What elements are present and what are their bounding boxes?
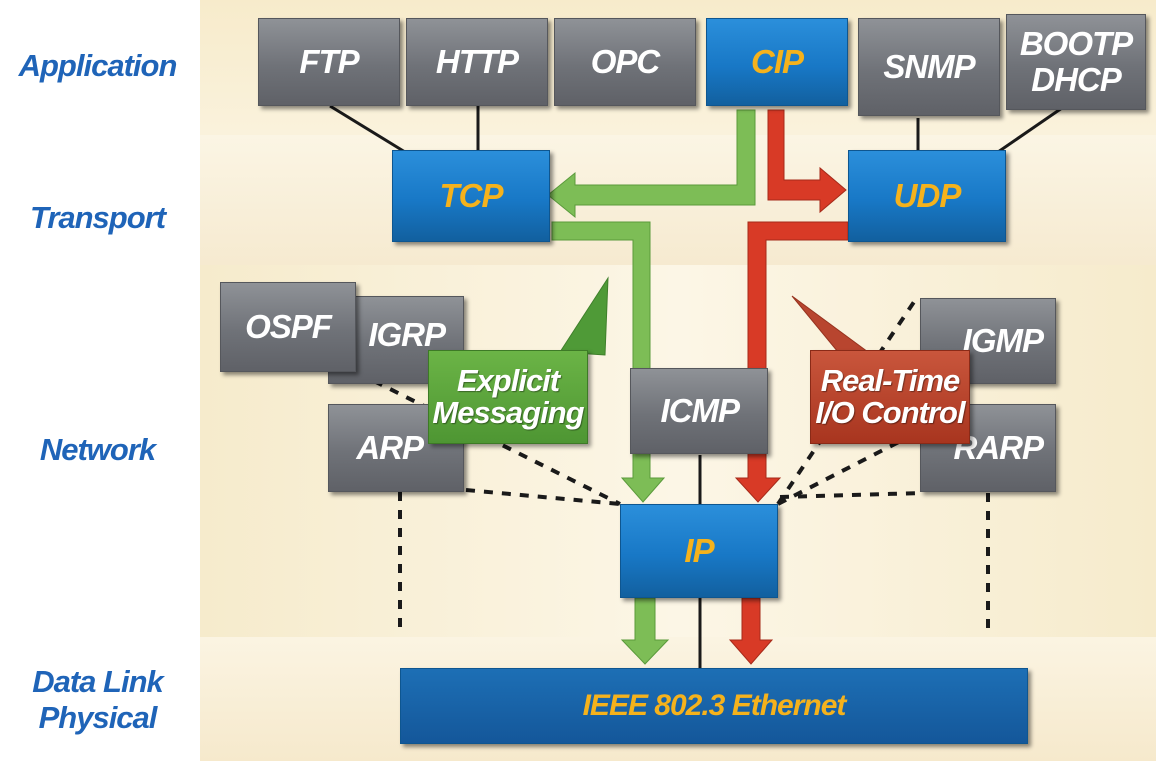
transport-layer-label: Transport bbox=[29, 200, 166, 235]
tcp-box: TCP bbox=[392, 150, 550, 242]
http-box: HTTP bbox=[406, 18, 548, 106]
ftp-box: FTP bbox=[258, 18, 400, 106]
opc-box: OPC bbox=[554, 18, 696, 106]
datalink-physical-layer-label: Data Link Physical bbox=[32, 664, 164, 735]
bootp-dhcp-box: BOOTP DHCP bbox=[1006, 14, 1146, 110]
ip-box: IP bbox=[620, 504, 778, 598]
igmp-box: IGMP bbox=[920, 298, 1056, 384]
udp-box: UDP bbox=[848, 150, 1006, 242]
snmp-box: SNMP bbox=[858, 18, 1000, 116]
application-layer-label: Application bbox=[18, 48, 178, 83]
network-layer-label: Network bbox=[39, 432, 156, 467]
explicit-messaging-callout: Explicit Messaging bbox=[428, 350, 588, 444]
ethernet-bar: IEEE 802.3 Ethernet bbox=[400, 668, 1028, 744]
icmp-box: ICMP bbox=[630, 368, 768, 454]
realtime-io-control-callout: Real-Time I/O Control bbox=[810, 350, 970, 444]
cip-box: CIP bbox=[706, 18, 848, 106]
ospf-box: OSPF bbox=[220, 282, 356, 372]
